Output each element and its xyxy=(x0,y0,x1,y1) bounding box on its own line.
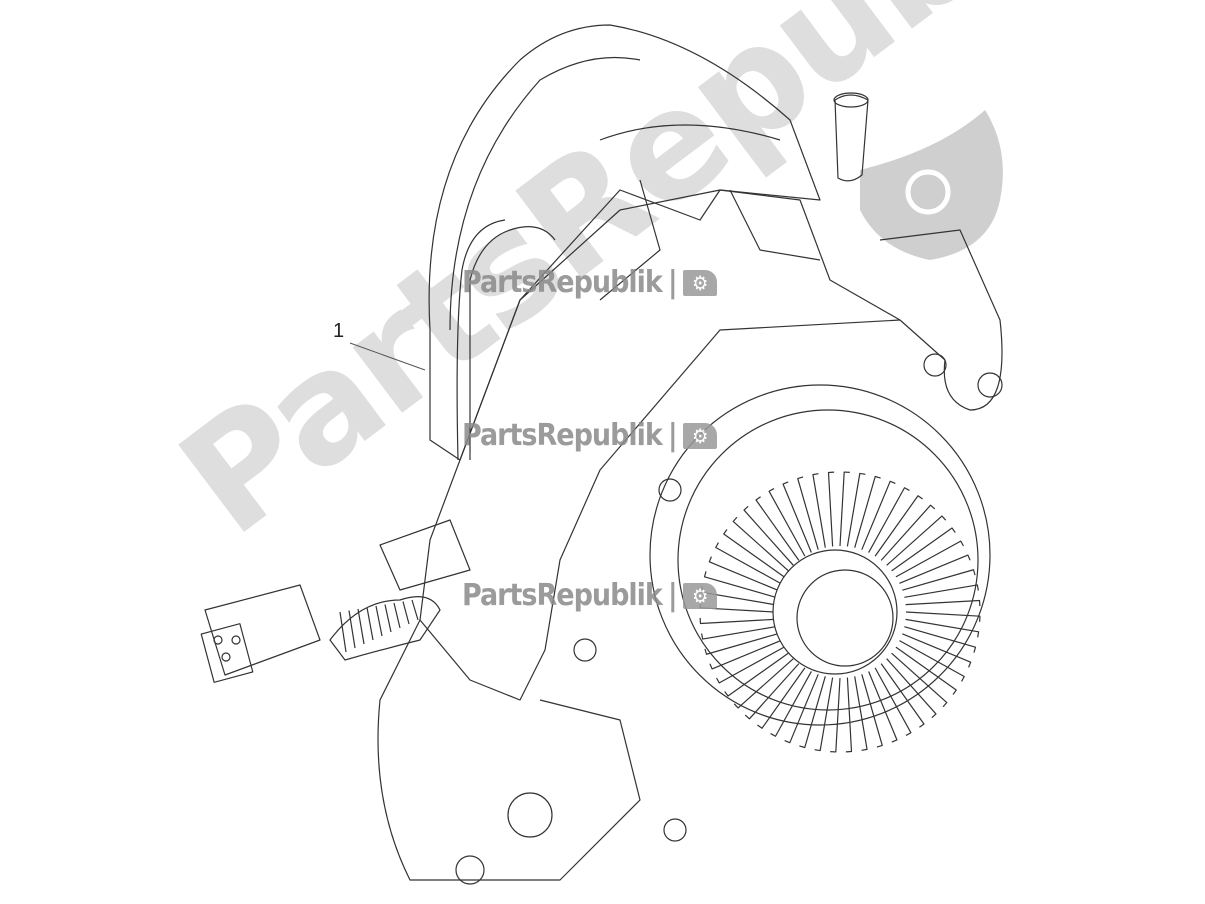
spring-coil xyxy=(411,599,419,621)
fan-blade xyxy=(902,633,972,668)
fan-blade xyxy=(724,652,789,697)
gear-flag-icon: ⚙ xyxy=(682,422,717,449)
fan-blade xyxy=(812,473,826,548)
callout-label-1: 1 xyxy=(333,320,345,342)
fan-blade xyxy=(880,663,925,728)
fan-blade xyxy=(854,676,868,751)
fan-blade xyxy=(703,571,776,598)
fan-blade xyxy=(715,542,781,584)
bolt xyxy=(923,353,947,377)
fan-blade xyxy=(854,475,881,548)
watermark-text: PartsRepublik xyxy=(462,578,663,613)
fan-blade xyxy=(891,527,956,572)
fan-blade xyxy=(782,481,812,553)
gear-flag-icon: ⚙ xyxy=(682,269,717,296)
fan-blade xyxy=(861,480,896,550)
fan-blade xyxy=(830,677,841,753)
fan-blade xyxy=(905,618,980,638)
fan-blade xyxy=(874,667,912,736)
fan-blade xyxy=(905,611,981,622)
fan-blade xyxy=(701,626,776,640)
fan-blade xyxy=(797,476,819,550)
fan-blade xyxy=(904,626,977,653)
lower-bracket xyxy=(377,619,641,881)
stator-body xyxy=(419,189,901,701)
watermark-text: PartsRepublik xyxy=(462,418,663,453)
hub-inner xyxy=(796,569,894,667)
fan-blade xyxy=(743,505,794,566)
fan-blade xyxy=(895,540,964,578)
knob xyxy=(834,94,869,182)
fan-blade xyxy=(891,652,948,708)
wire-harness xyxy=(469,226,556,460)
fan-blade xyxy=(755,496,800,561)
fan-blade xyxy=(902,569,976,591)
fan-blade xyxy=(709,640,781,670)
fan-blade xyxy=(895,646,957,695)
fan-blade xyxy=(905,599,981,607)
fan-blade xyxy=(839,471,850,547)
flywheel-housing xyxy=(428,24,821,461)
spring-coil xyxy=(402,601,410,625)
fan-blade xyxy=(770,671,812,737)
spring-coil xyxy=(348,610,356,649)
bolt xyxy=(573,638,597,662)
connector xyxy=(204,584,321,676)
gear-flag-icon xyxy=(860,110,1003,260)
spring-coil xyxy=(366,607,374,641)
spring-coil xyxy=(375,605,383,637)
fan-blade xyxy=(723,529,785,578)
fan-blade xyxy=(716,646,785,684)
fan-blade xyxy=(799,676,826,749)
gear-flag-icon: ⚙ xyxy=(682,582,717,609)
fan-blade xyxy=(784,674,819,744)
mount-bracket xyxy=(879,229,1003,411)
watermark-text: PartsRepublik xyxy=(462,265,663,300)
fan-blade xyxy=(904,584,979,598)
spring-boot xyxy=(329,596,441,661)
fan-blade xyxy=(814,677,834,752)
fan-blade xyxy=(874,495,923,557)
fan-blade xyxy=(744,663,800,720)
fan-blade xyxy=(868,671,898,743)
fan-blade xyxy=(757,667,806,729)
fan-blade xyxy=(899,640,965,682)
fan-blade xyxy=(880,504,936,561)
watermark: PartsRepublik |⚙ xyxy=(462,265,717,300)
fan-blade xyxy=(868,487,910,553)
connector-face xyxy=(200,623,254,683)
fan-blade xyxy=(699,617,775,625)
bolt xyxy=(658,478,682,502)
fan-blade xyxy=(846,472,866,547)
hub-outer xyxy=(772,549,898,675)
fan-cover-outer xyxy=(649,384,991,726)
gear-icon xyxy=(905,169,951,215)
fan-blade xyxy=(732,516,789,572)
callout-leader xyxy=(349,342,426,371)
bolt xyxy=(663,818,687,842)
fan-blade xyxy=(845,677,853,753)
fan-blade xyxy=(733,658,794,709)
fan-blade xyxy=(708,556,778,591)
watermark: PartsRepublik |⚙ xyxy=(462,578,717,613)
spring-coil xyxy=(393,602,401,629)
fan-blade xyxy=(886,658,937,719)
fan-blade xyxy=(899,554,971,584)
fan-blade xyxy=(861,674,883,748)
spring-coil xyxy=(357,608,365,645)
spring-coil xyxy=(384,604,392,633)
fan-blade xyxy=(768,488,806,557)
fan-blade xyxy=(886,515,947,566)
spring-coil xyxy=(339,611,347,653)
watermark: PartsRepublik |⚙ xyxy=(462,418,717,453)
fan-blade xyxy=(827,471,835,547)
fan-blade xyxy=(704,633,778,655)
